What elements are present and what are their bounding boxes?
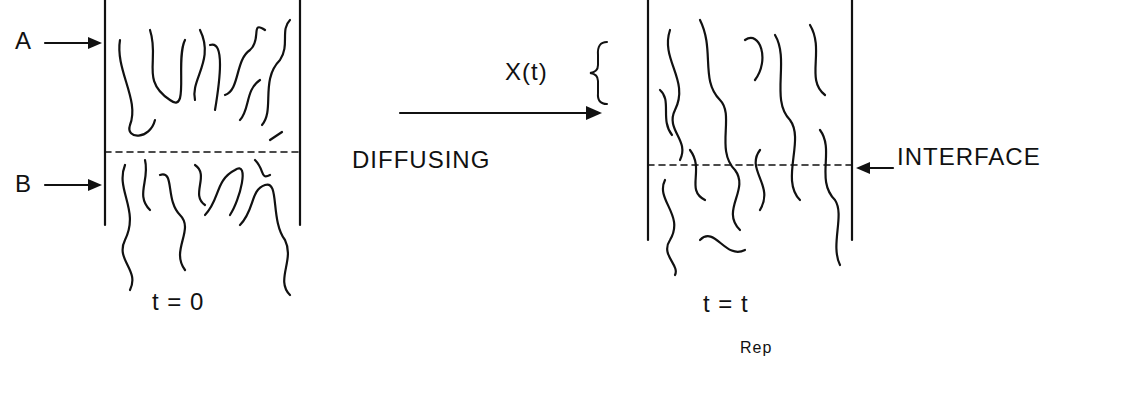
process-label: DIFFUSING [352, 148, 490, 172]
interface-label: INTERFACE [897, 145, 1041, 169]
part-label: A [15, 29, 32, 53]
distance-label: X(t) [505, 60, 548, 84]
time-label: t = 0 [152, 290, 204, 314]
subscript-label: Rep [740, 340, 772, 356]
time-label: t = t [703, 292, 749, 316]
part-label: B [15, 172, 32, 196]
